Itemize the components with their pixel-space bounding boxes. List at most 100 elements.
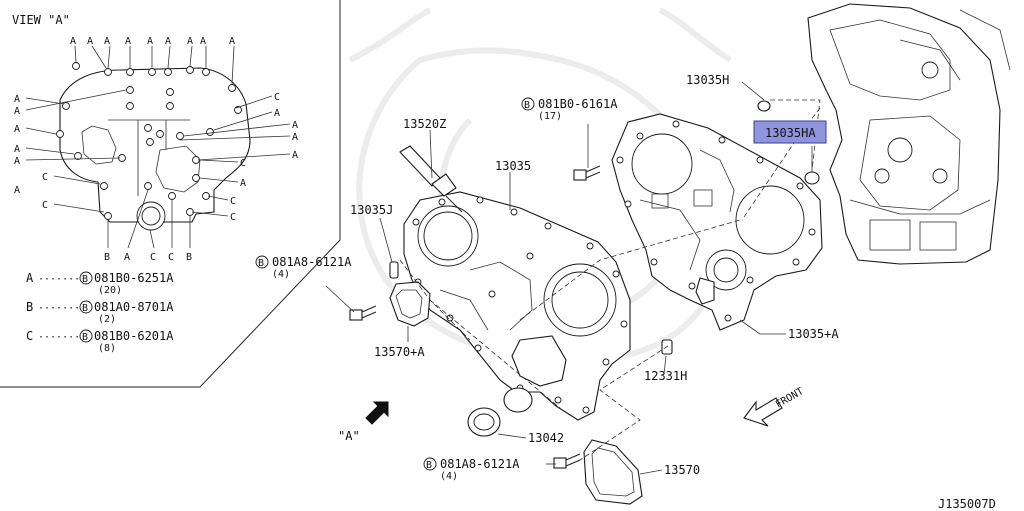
legend-key: B [26, 300, 33, 314]
view-letter: A [125, 36, 131, 47]
bolt-symbol-icon [423, 457, 437, 471]
bolt-symbol-icon [79, 329, 93, 343]
view-letter: C [274, 92, 280, 103]
highlighted-part-box [753, 120, 827, 144]
legend-quantity: (8) [98, 343, 116, 354]
view-letter: A [14, 185, 20, 196]
view-title: VIEW "A" [12, 13, 70, 27]
callout-13570a: 13570+A [374, 345, 425, 359]
view-letter: A [229, 36, 235, 47]
callout-part-number: 081A8-6121A [272, 255, 352, 269]
view-inset-border [0, 0, 341, 388]
view-letter: A [292, 120, 298, 131]
legend-row-b: B ······· B 081A0-8701A (2) [26, 300, 174, 325]
view-letter: C [230, 212, 236, 223]
bolt-symbol-letter: B [82, 332, 88, 343]
bolt-symbol-icon [79, 300, 93, 314]
legend-quantity: (2) [98, 314, 116, 325]
view-letter: C [42, 172, 48, 183]
callout-13035ha[interactable]: 13035HA [765, 126, 816, 140]
callout-quantity: (17) [538, 111, 562, 122]
oil-seal [467, 387, 533, 437]
engine-block [807, 3, 1011, 265]
view-letter: A [292, 150, 298, 161]
view-letter: A [14, 94, 20, 105]
large-gasket [583, 439, 643, 505]
view-letter: A [104, 36, 110, 47]
callout-13035: 13035 [495, 159, 531, 173]
callout-13035h: 13035H [686, 73, 729, 87]
alignment-dashes [399, 99, 821, 461]
callout-leaders [325, 81, 813, 475]
view-a-label: "A" [338, 429, 360, 443]
legend-row-a: A ······· B 081B0-6251A (20) [26, 271, 174, 296]
front-timing-cover [403, 191, 631, 421]
diagram-code: J135007D [938, 497, 996, 511]
dipstick-tube [399, 145, 463, 213]
view-letter: A [165, 36, 171, 47]
bolt-symbol-letter: B [524, 100, 530, 111]
legend-dots: ······· [38, 274, 80, 285]
view-letter: A [87, 36, 93, 47]
view-a-cover-outline [59, 67, 251, 231]
callout-part-number: 081B0-6161A [538, 97, 618, 111]
rear-timing-cover [611, 113, 823, 331]
legend-part-number: 081B0-6251A [94, 271, 174, 285]
view-letter: A [14, 156, 20, 167]
bolt-symbol-letter: B [426, 460, 432, 471]
legend-dots: ······· [38, 303, 80, 314]
callout-13042: 13042 [528, 431, 564, 445]
legend-row-c: C ······· B 081B0-6201A (8) [26, 329, 174, 354]
bolt-legend: A ······· B 081B0-6251A (20) B ······· B… [26, 271, 174, 354]
bolt-symbol-letter: B [82, 303, 88, 314]
view-letter: A [200, 36, 206, 47]
legend-quantity: (20) [98, 285, 122, 296]
small-gasket [389, 281, 431, 327]
callout-bolt-081a8-6121a-bottom: B 081A8-6121A (4) [423, 457, 520, 482]
view-letter: C [240, 158, 246, 169]
bolt-081b0-6161a-icon [573, 165, 601, 181]
view-letter: A [274, 108, 280, 119]
view-letter: B [104, 252, 110, 263]
view-letter: A [147, 36, 153, 47]
view-letter: C [42, 200, 48, 211]
small-gasket-inner [395, 289, 423, 319]
view-a-left-letters: A A A A A C C A [14, 94, 48, 211]
callout-13570: 13570 [664, 463, 700, 477]
callout-13035j: 13035J [350, 203, 393, 217]
legend-part-number: 081A0-8701A [94, 300, 174, 314]
view-letter: A [240, 178, 246, 189]
front-label: FRONT [774, 386, 806, 411]
view-a-bottom-letters: B A C C B [104, 252, 192, 263]
view-letter: A [124, 252, 130, 263]
callout-quantity: (4) [272, 269, 290, 280]
view-letter: C [230, 196, 236, 207]
bolt-symbol-icon [255, 255, 269, 269]
large-gasket-inner [591, 447, 635, 497]
bolt-081a8-6121a-bottom-icon [553, 453, 581, 469]
dowel-pin-13035j [389, 261, 399, 279]
view-letter: C [168, 252, 174, 263]
o-ring-13035h [757, 100, 771, 112]
callout-bolt-081b0-6161a: B 081B0-6161A (17) [521, 97, 618, 122]
callout-13035a: 13035+A [788, 327, 839, 341]
bolt-symbol-letter: B [82, 274, 88, 285]
bolt-081a8-6121a-top-icon [349, 305, 377, 321]
view-letter: A [187, 36, 193, 47]
callout-part-number: 081A8-6121A [440, 457, 520, 471]
callout-quantity: (4) [440, 471, 458, 482]
view-letter: A [14, 124, 20, 135]
view-letter: A [14, 106, 20, 117]
callout-13520z: 13520Z [403, 117, 446, 131]
legend-part-number: 081B0-6201A [94, 329, 174, 343]
callout-12331h: 12331H [644, 369, 687, 383]
bolt-symbol-icon [521, 97, 535, 111]
view-a-leaders [25, 45, 291, 249]
view-letter: B [186, 252, 192, 263]
view-a-right-letters: C A A A A C A C C [230, 92, 298, 223]
o-ring-13035ha [804, 171, 820, 185]
view-letter: A [70, 36, 76, 47]
front-direction-arrow-icon [743, 397, 783, 427]
legend-key: C [26, 329, 33, 343]
